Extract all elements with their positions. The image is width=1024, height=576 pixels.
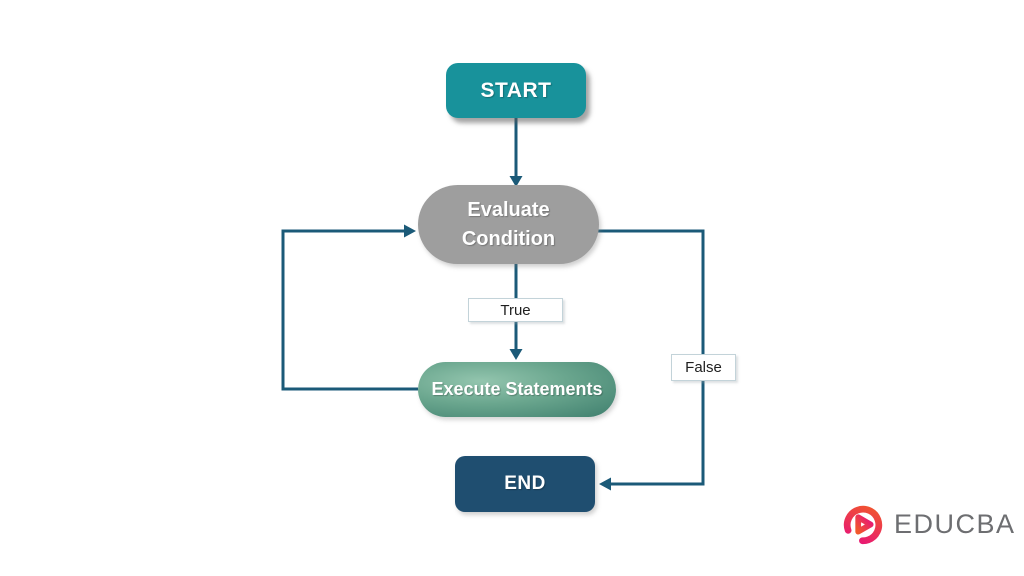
evaluate-condition-node: Evaluate Condition [418,185,599,264]
end-node: END [455,456,595,512]
execute-statements-node: Execute Statements [418,362,616,417]
end-node-label: END [504,473,546,494]
execute-statements-label: Execute Statements [431,379,603,399]
true-branch-label-text: True [500,301,531,319]
false-branch-arrowhead [599,477,611,491]
educba-branding: EDUCBA [840,500,1016,548]
loop-back-arrowhead [404,224,416,238]
false-branch-label: False [671,354,736,381]
educba-logo-text: EDUCBA [894,508,1016,539]
true-branch-label: True [468,298,563,322]
start-node-label: START [480,78,552,102]
start-to-evaluate-arrowhead [509,176,523,187]
evaluate-to-execute-arrowhead [509,349,523,360]
educba-logo-icon [843,505,883,545]
false-branch-label-text: False [685,359,722,376]
evaluate-condition-label: Evaluate Condition [461,198,556,250]
loop-back-line [281,229,418,391]
start-node: START [446,63,586,118]
